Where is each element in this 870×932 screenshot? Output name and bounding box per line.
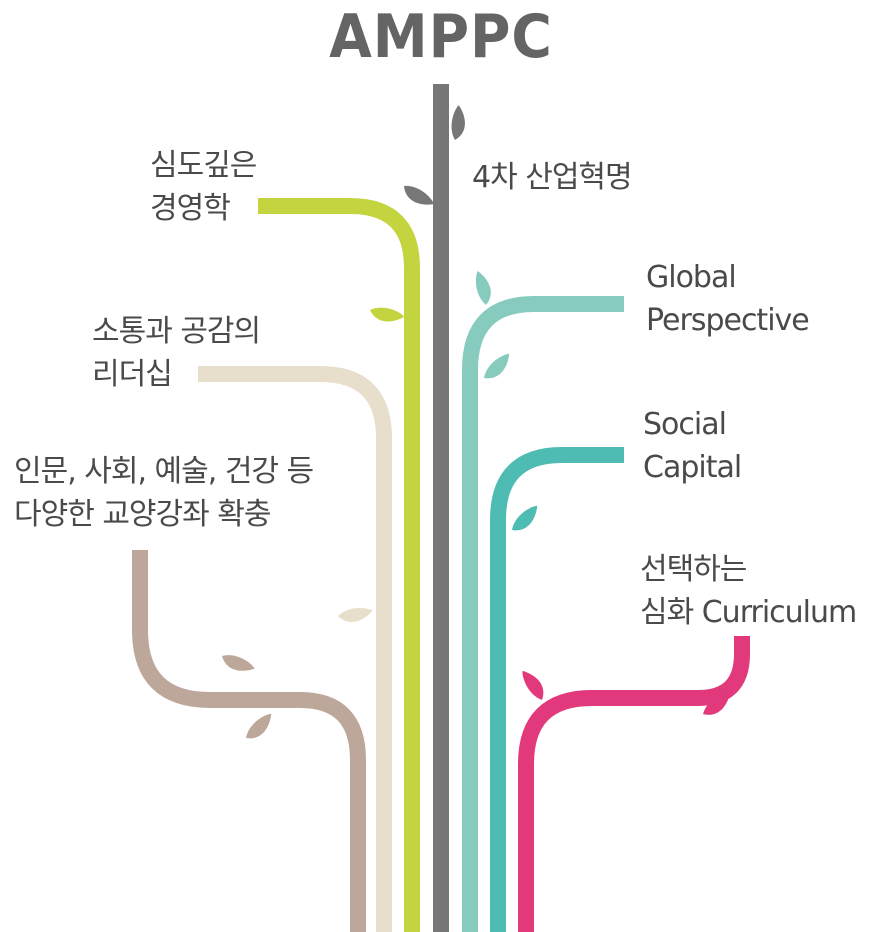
- label-line: 다양한 교양강좌 확충: [14, 497, 271, 532]
- leaf-grey-left: [404, 185, 434, 205]
- leaf-mint-right: [484, 353, 510, 379]
- label-global: Global Perspective: [646, 256, 810, 342]
- branch-deep-management: [258, 198, 420, 932]
- branch-communication: [198, 366, 392, 932]
- diagram-title: AMPPC: [329, 2, 553, 72]
- label-line: 선택하는: [640, 552, 747, 587]
- label-communication: 소통과 공감의 리더십: [92, 310, 261, 396]
- label-line: Social: [643, 407, 727, 442]
- label-line: 리더십: [92, 357, 173, 392]
- label-line: Perspective: [646, 303, 810, 338]
- label-line: 4차 산업혁명: [472, 160, 633, 195]
- trunk-branch: [433, 84, 449, 932]
- leaf-lime: [370, 307, 405, 322]
- label-line: 인문, 사회, 예술, 건강 등: [14, 454, 314, 489]
- leaf-pink-right: [703, 692, 731, 715]
- leaf-pink-left: [522, 670, 544, 700]
- label-line: 경영학: [150, 191, 231, 226]
- label-line: 심도깊은: [150, 148, 257, 183]
- leaf-taupe-bottom: [246, 713, 272, 739]
- leaf-taupe-top: [222, 655, 255, 671]
- leaves: [222, 105, 731, 739]
- label-curriculum: 선택하는 심화 Curriculum: [640, 548, 857, 634]
- label-line: Global: [646, 260, 737, 295]
- label-line: Capital: [643, 450, 742, 485]
- label-deep-management: 심도깊은 경영학: [150, 144, 257, 230]
- leaf-teal: [512, 505, 538, 531]
- label-liberal-arts: 인문, 사회, 예술, 건강 등 다양한 교양강좌 확충: [14, 450, 314, 536]
- label-line: 심화 Curriculum: [640, 595, 857, 630]
- branch-social: [490, 447, 624, 932]
- branch-curriculum: [518, 636, 750, 932]
- leaf-mint-top: [475, 271, 491, 305]
- label-line: 소통과 공감의: [92, 314, 261, 349]
- branch-global: [462, 296, 624, 932]
- branch-liberal-arts: [132, 550, 366, 932]
- label-industry-4: 4차 산업혁명: [472, 156, 633, 199]
- leaf-beige: [338, 607, 373, 622]
- label-social: Social Capital: [643, 403, 742, 489]
- leaf-grey-top: [451, 105, 465, 140]
